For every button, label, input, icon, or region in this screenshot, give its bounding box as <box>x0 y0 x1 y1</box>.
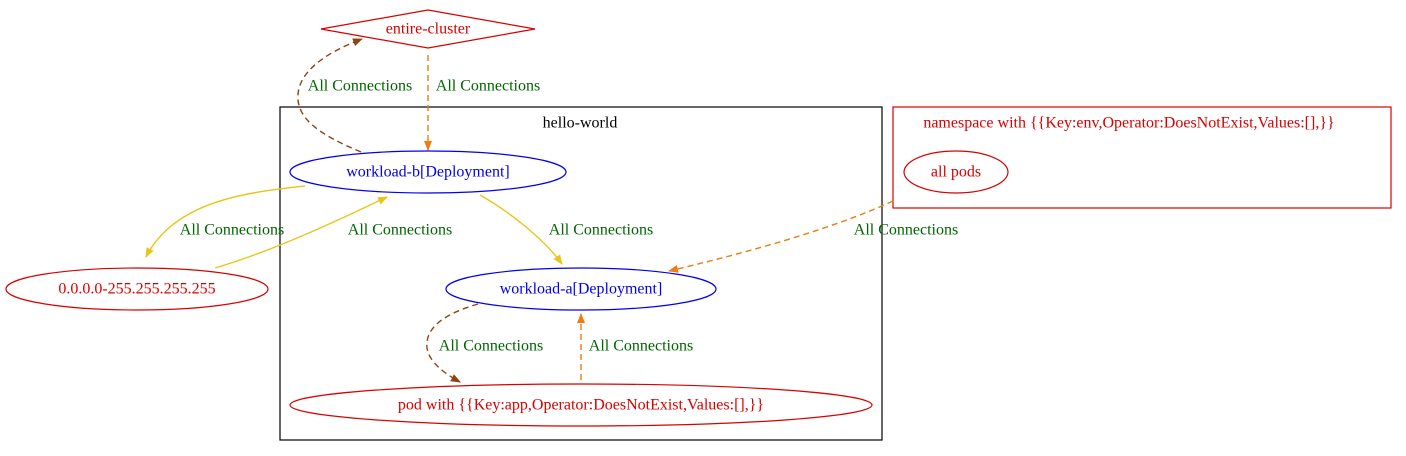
ellipse-shape <box>289 383 873 427</box>
node-all-pods[interactable]: all pods <box>903 150 1009 194</box>
edge-label-pod-with-to-workload-a: All Connections <box>589 338 693 355</box>
node-entire-cluster-label: entire-cluster <box>386 21 471 38</box>
edge-label-entire-cluster-to-workload-b: All Connections <box>436 78 540 95</box>
cluster-hello-world-label: hello-world <box>543 115 618 132</box>
cluster-namespace-label: namespace with {{Key:env,Operator:DoesNo… <box>923 115 1334 132</box>
node-workload-b-label: workload-b[Deployment] <box>346 164 510 181</box>
edge-workload-b-to-workload-a <box>479 194 563 265</box>
edge-all-pods-to-workload-a <box>668 200 894 273</box>
node-entire-cluster[interactable]: entire-cluster <box>320 9 536 49</box>
ellipse-shape <box>289 150 567 194</box>
node-all-pods-label: all pods <box>931 164 981 181</box>
cluster-hello-world-border <box>279 106 883 441</box>
node-pod-with[interactable]: pod with {{Key:app,Operator:DoesNotExist… <box>289 383 873 427</box>
node-workload-a[interactable]: workload-a[Deployment] <box>445 267 717 311</box>
edge-label-workload-a-to-pod-with: All Connections <box>439 338 543 355</box>
node-workload-a-label: workload-a[Deployment] <box>500 281 663 298</box>
edge-workload-b-to-ip-range <box>145 185 306 258</box>
edge-label-workload-b-to-ip-range: All Connections <box>180 222 284 239</box>
edge-label-ip-range-to-workload-b: All Connections <box>348 222 452 239</box>
ellipse-shape <box>903 150 1009 194</box>
edge-workload-b-to-entire-cluster <box>297 38 363 153</box>
edge-workload-a-to-pod-with <box>426 303 479 383</box>
diamond-shape <box>320 9 536 49</box>
node-pod-with-label: pod with {{Key:app,Operator:DoesNotExist… <box>398 397 764 414</box>
ellipse-shape <box>5 267 269 311</box>
edge-label-workload-b-to-entire-cluster: All Connections <box>308 78 412 95</box>
ellipse-shape <box>445 267 717 311</box>
node-ip-range-label: 0.0.0.0-255.255.255.255 <box>58 281 215 298</box>
cluster-hello-world: hello-world <box>279 106 883 441</box>
edge-ip-range-to-workload-b <box>214 196 388 269</box>
edge-label-all-pods-to-workload-a: All Connections <box>854 222 958 239</box>
node-ip-range[interactable]: 0.0.0.0-255.255.255.255 <box>5 267 269 311</box>
cluster-namespace: namespace with {{Key:env,Operator:DoesNo… <box>892 106 1392 209</box>
edge-label-workload-b-to-workload-a: All Connections <box>549 222 653 239</box>
node-workload-b[interactable]: workload-b[Deployment] <box>289 150 567 194</box>
cluster-namespace-border <box>892 106 1392 209</box>
